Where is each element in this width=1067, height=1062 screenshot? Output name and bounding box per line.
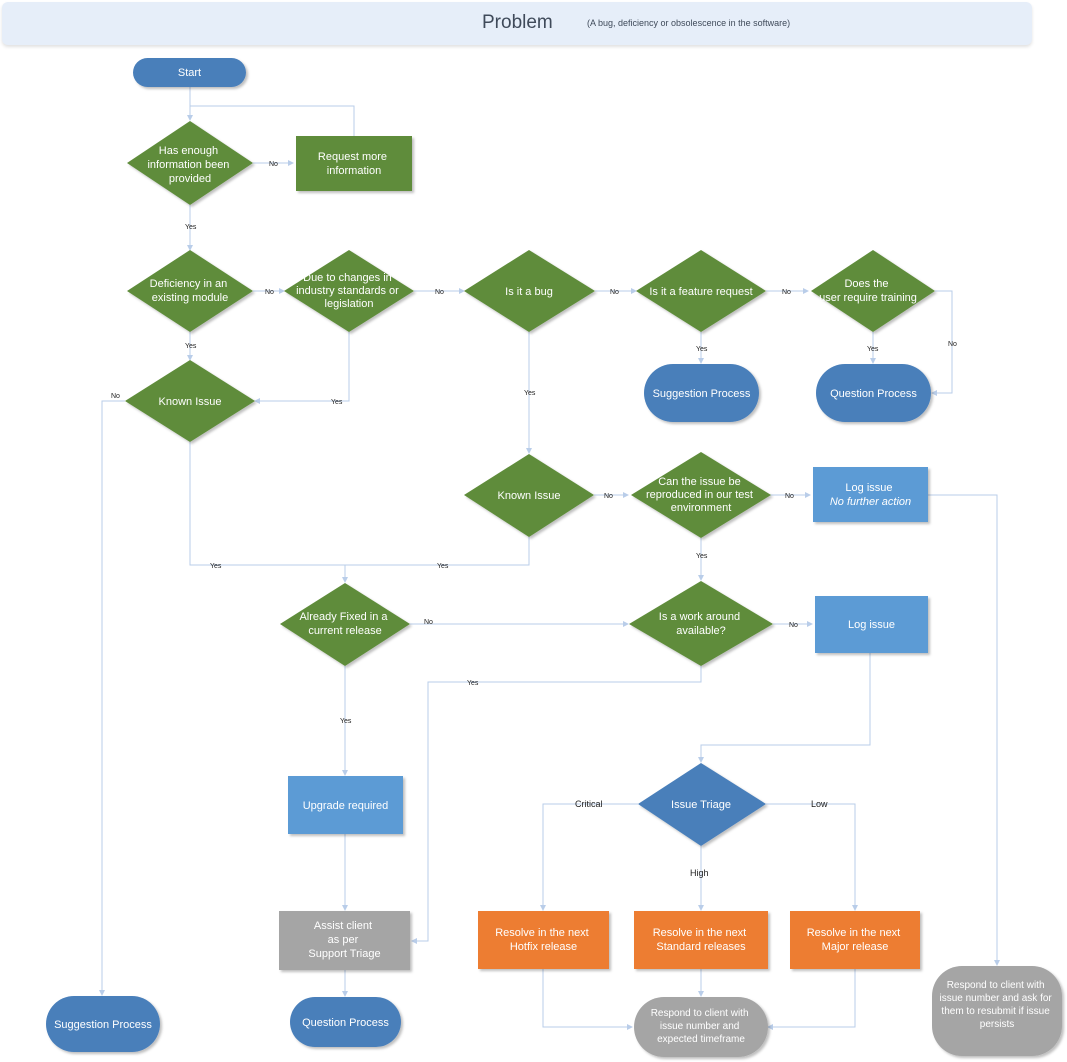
decision-industry: Due to changes in industry standards or …: [284, 250, 414, 332]
process-upgrade: Upgrade required: [288, 776, 403, 834]
process-standard: Resolve in the next Standard releases: [634, 911, 768, 969]
edge-label-high: High: [690, 868, 709, 878]
edge-label-yes: Yes: [185, 343, 197, 350]
edge-label-yes: Yes: [331, 399, 343, 406]
edge-label-no: No: [424, 619, 433, 626]
edge-hotfix-respond: [542, 969, 633, 1030]
decision-reproduce: Can the issue be reproduced in our test …: [631, 452, 771, 538]
decision-training: Does the user require training: [811, 250, 935, 332]
edge-request-loop: [190, 105, 355, 136]
terminal-respond-resubmit: Respond to client with issue number and …: [932, 966, 1062, 1056]
edge-label-yes: Yes: [185, 224, 197, 231]
decision-already-fixed: Already Fixed in a current release: [280, 583, 410, 666]
header-title: Problem: [482, 12, 553, 33]
svg-text:Known Issue: Known Issue: [498, 490, 561, 502]
svg-text:Due to changes in indust: Due to changes in industry standards or …: [296, 272, 402, 310]
start-terminal: Start: [133, 58, 246, 87]
edge-workaround-assist: [411, 666, 702, 944]
header-subtitle: (A bug, deficiency or obsolescence in th…: [587, 18, 791, 28]
edge-label-yes: Yes: [437, 563, 449, 570]
edge-known-merge: [189, 442, 530, 566]
process-major: Resolve in the next Major release: [790, 911, 920, 969]
edge-label-no: No: [265, 289, 274, 296]
edge-major-respond: [767, 969, 856, 1030]
decision-is-bug: Is it a bug: [464, 250, 595, 332]
svg-text:Question Process: Question Process: [302, 1017, 389, 1029]
decision-feature-request: Is it a feature request: [636, 250, 766, 332]
svg-text:Upgrade required: Upgrade required: [303, 800, 389, 812]
edge-label-yes: Yes: [696, 553, 708, 560]
svg-text:Does the user require tr: Does the user require training: [819, 278, 917, 304]
svg-text:Resolve in the next Stan: Resolve in the next Standard releases: [653, 927, 750, 953]
decision-known-issue-left: Known Issue: [125, 360, 255, 442]
process-log-issue-top: Log issue No further action: [813, 467, 928, 522]
terminal-respond-timeframe: Respond to client with issue number and …: [634, 997, 768, 1057]
edge-triage-hotfix: [540, 803, 638, 911]
decision-workaround: Is a work around available?: [629, 581, 773, 666]
svg-text:Suggestion Process: Suggestion Process: [653, 388, 751, 400]
process-request-info: Request more information: [296, 136, 412, 191]
decision-deficiency: Deficiency in an existing module: [127, 250, 253, 332]
svg-text:Suggestion Process: Suggestion Process: [54, 1019, 152, 1031]
decision-known-issue-mid: Known Issue: [464, 454, 594, 537]
start-label: Start: [178, 67, 201, 79]
svg-text:Deficiency in an existin: Deficiency in an existing module: [150, 278, 231, 304]
edge-label-no: No: [789, 622, 798, 629]
terminal-suggestion-bottom: Suggestion Process: [46, 996, 160, 1052]
edge-known-suggestion: [99, 400, 125, 996]
svg-text:Respond to client with i: Respond to client with issue number and …: [651, 1008, 752, 1045]
terminal-question-bottom: Question Process: [290, 997, 401, 1047]
edge-label-no: No: [435, 289, 444, 296]
edge-training-question-no: [931, 290, 953, 396]
edge-log-respond: [928, 494, 1000, 966]
edge-label-no: No: [604, 493, 613, 500]
svg-text:Question Process: Question Process: [830, 388, 917, 400]
edge-label-yes: Yes: [210, 563, 222, 570]
edge-triage-major: [766, 803, 858, 911]
edge-label-critical: Critical: [575, 799, 603, 809]
edge-labels: No Yes No No No No No Yes Yes Yes Yes No…: [111, 161, 957, 878]
svg-text:Is it a feature request: Is it a feature request: [649, 286, 752, 298]
terminal-suggestion-top: Suggestion Process: [644, 364, 759, 422]
svg-text:Respond to client with i: Respond to client with issue number and …: [939, 980, 1054, 1030]
edge-label-yes: Yes: [696, 346, 708, 353]
process-hotfix: Resolve in the next Hotfix release: [478, 911, 609, 969]
svg-text:Request more information: Request more information: [318, 151, 390, 177]
process-assist-client: Assist client as per Support Triage: [279, 911, 410, 970]
terminal-question-top: Question Process: [816, 364, 931, 422]
edge-label-no: No: [948, 341, 957, 348]
svg-text:Is it a bug: Is it a bug: [505, 286, 553, 298]
svg-text:Can the issue be reprodu: Can the issue be reproduced in our test …: [646, 476, 756, 514]
edge-log-triage: [698, 653, 871, 763]
edge-label-no: No: [610, 289, 619, 296]
svg-text:Issue Triage: Issue Triage: [671, 799, 731, 811]
svg-text:Known Issue: Known Issue: [159, 396, 222, 408]
edge-label-yes: Yes: [467, 680, 479, 687]
edge-label-yes: Yes: [340, 718, 352, 725]
svg-text:Log issue No further act: Log issue No further action: [830, 482, 911, 508]
svg-text:Is a work around availab: Is a work around available?: [659, 611, 743, 637]
edge-label-no: No: [269, 161, 278, 168]
svg-text:Resolve in the next Majo: Resolve in the next Major release: [807, 927, 904, 953]
decision-enough-info: Has enough information been provided: [127, 121, 253, 205]
connectors: [99, 87, 1000, 1030]
svg-text:Already Fixed in a curre: Already Fixed in a current release: [299, 611, 390, 637]
svg-text:Log issue: Log issue: [848, 619, 895, 631]
svg-text:Resolve in the next Hotf: Resolve in the next Hotfix release: [495, 927, 592, 953]
svg-text:Assist client as per: Assist client as per Support Triage: [308, 920, 380, 960]
svg-text:Has enough information b: Has enough information been provided: [147, 145, 232, 185]
edge-industry-known: [254, 332, 350, 404]
edge-label-no: No: [782, 289, 791, 296]
decision-issue-triage: Issue Triage: [638, 763, 766, 846]
process-log-issue-mid: Log issue: [815, 596, 928, 653]
edge-label-no: No: [111, 393, 120, 400]
edge-label-no: No: [785, 493, 794, 500]
edge-label-low: Low: [811, 799, 828, 809]
edge-label-yes: Yes: [524, 390, 536, 397]
header-banner: Problem (A bug, deficiency or obsolescen…: [2, 2, 1032, 45]
edge-label-yes: Yes: [867, 346, 879, 353]
